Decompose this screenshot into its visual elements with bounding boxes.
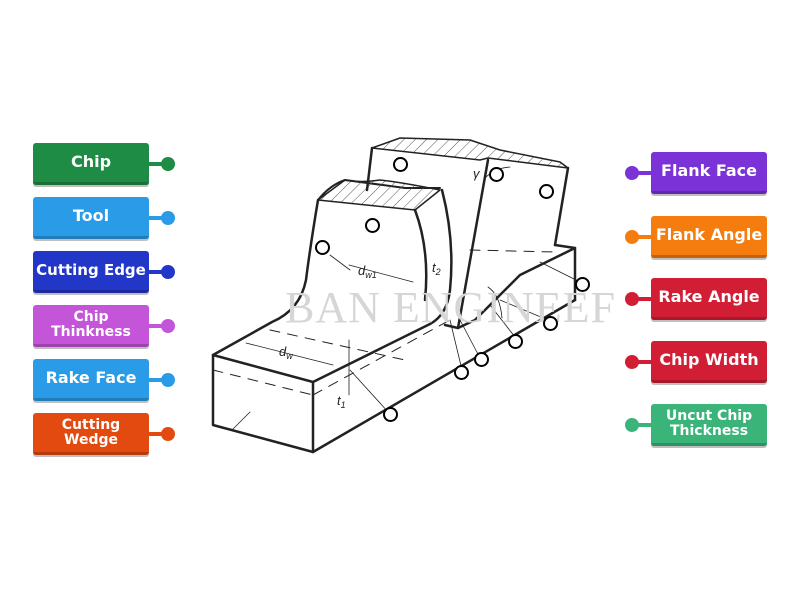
- svg-text:t1: t1: [337, 393, 346, 410]
- drop-target-hotspot[interactable]: [383, 407, 398, 422]
- label-text: Uncut Chip Thickness: [665, 407, 753, 439]
- connector: [149, 216, 169, 220]
- label-text: Rake Angle: [658, 287, 760, 307]
- label-text: Chip: [70, 152, 112, 172]
- svg-text:dw: dw: [279, 344, 293, 361]
- drop-target-hotspot[interactable]: [508, 334, 523, 349]
- label-chip[interactable]: Chip: [33, 143, 149, 185]
- connector: [632, 235, 652, 239]
- label-text: Cutting Edge: [36, 260, 146, 279]
- drop-target-hotspot[interactable]: [539, 184, 554, 199]
- label-text: Tool: [72, 206, 110, 226]
- connector: [632, 423, 652, 427]
- label-tool[interactable]: Tool: [33, 197, 149, 239]
- drop-target-hotspot[interactable]: [474, 352, 489, 367]
- connector: [149, 324, 169, 328]
- pin-dot: [161, 157, 175, 171]
- connector: [632, 171, 652, 175]
- label-cutting-wedge[interactable]: Cutting Wedge: [33, 413, 149, 455]
- drop-target-hotspot[interactable]: [575, 277, 590, 292]
- label-text: Flank Angle: [655, 225, 763, 245]
- label-text: Chip Width: [659, 350, 759, 370]
- label-text: Chip Thinkness: [51, 308, 131, 340]
- pin-dot: [161, 427, 175, 441]
- pin-dot: [161, 211, 175, 225]
- label-cutting-edge[interactable]: Cutting Edge: [33, 251, 149, 293]
- label-rake-face[interactable]: Rake Face: [33, 359, 149, 401]
- connector: [149, 378, 169, 382]
- watermark: BAN ENGINEEF: [285, 283, 616, 332]
- label-text: Cutting Wedge: [61, 416, 121, 448]
- connector: [149, 270, 169, 274]
- drop-target-hotspot[interactable]: [489, 167, 504, 182]
- label-uncut-chip-thickness[interactable]: Uncut Chip Thickness: [651, 404, 767, 446]
- pin-dot: [161, 319, 175, 333]
- label-text: Rake Face: [45, 368, 137, 388]
- drop-target-hotspot[interactable]: [315, 240, 330, 255]
- svg-text:dw1: dw1: [358, 263, 377, 280]
- label-rake-angle[interactable]: Rake Angle: [651, 278, 767, 320]
- pin-dot: [161, 373, 175, 387]
- label-text: Flank Face: [661, 161, 757, 181]
- drop-target-hotspot[interactable]: [365, 218, 380, 233]
- drop-target-hotspot[interactable]: [543, 316, 558, 331]
- label-chip-width[interactable]: Chip Width: [651, 341, 767, 383]
- connector: [149, 162, 169, 166]
- label-chip-thinkness[interactable]: Chip Thinkness: [33, 305, 149, 347]
- label-flank-angle[interactable]: Flank Angle: [651, 216, 767, 258]
- workpiece-outline: [211, 353, 315, 454]
- pin-dot: [161, 265, 175, 279]
- svg-text:t2: t2: [432, 260, 441, 277]
- drop-target-hotspot[interactable]: [393, 157, 408, 172]
- drop-target-hotspot[interactable]: [454, 365, 469, 380]
- svg-text:γ: γ: [473, 166, 481, 181]
- label-flank-face[interactable]: Flank Face: [651, 152, 767, 194]
- connector: [149, 432, 169, 436]
- connector: [632, 360, 652, 364]
- connector: [632, 297, 652, 301]
